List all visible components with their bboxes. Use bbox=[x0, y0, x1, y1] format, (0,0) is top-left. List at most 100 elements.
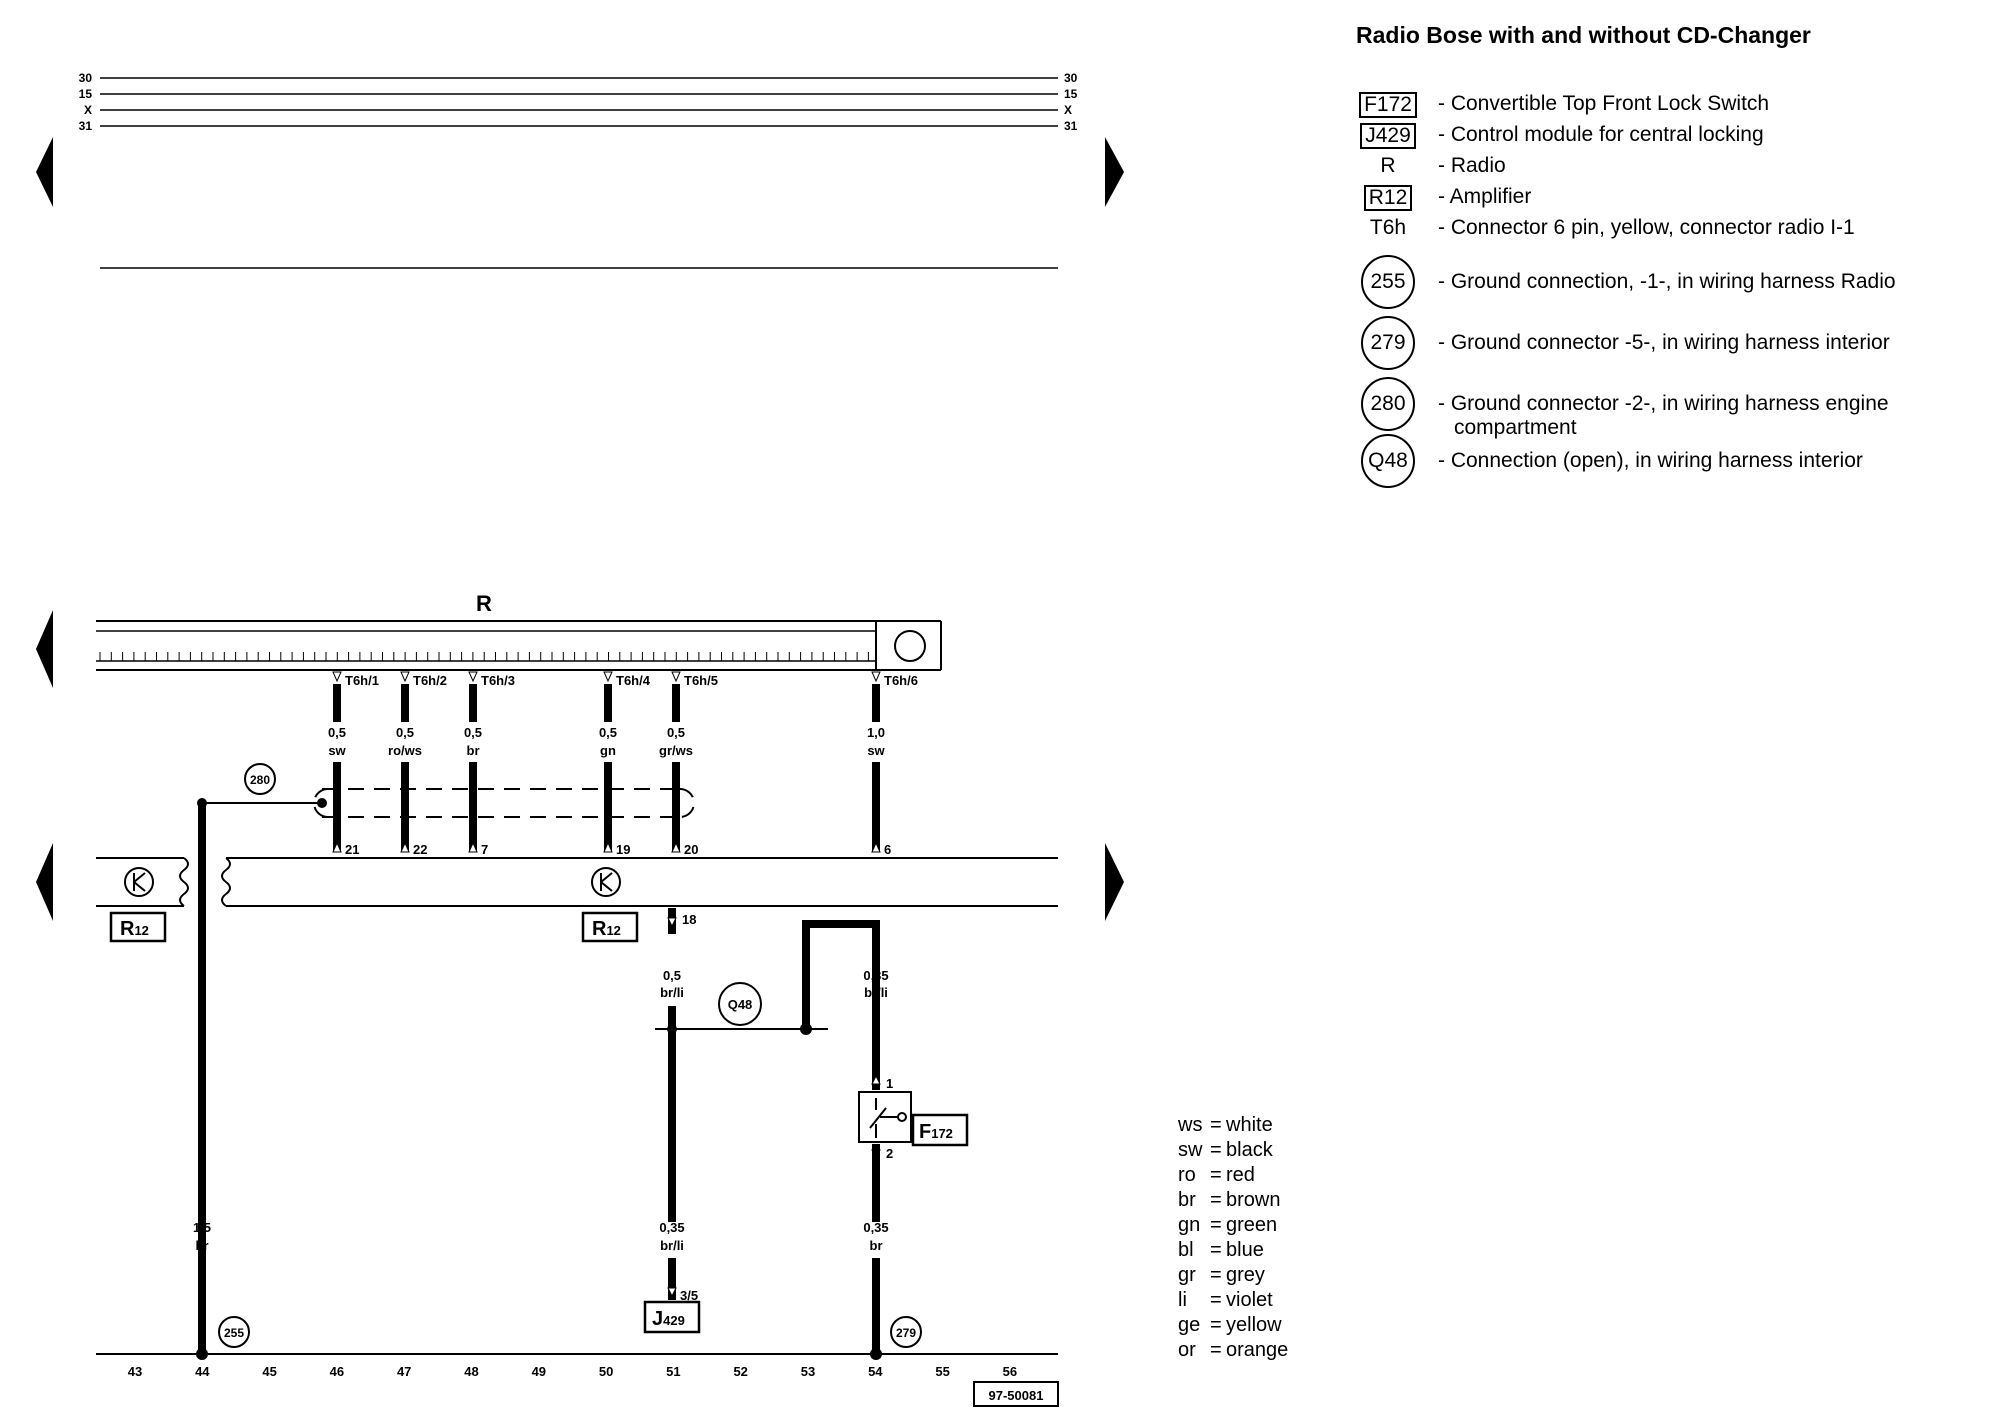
equals-sign: = bbox=[1210, 1289, 1222, 1311]
wire-shield bbox=[313, 788, 695, 818]
color-code: sw bbox=[1178, 1139, 1203, 1161]
top-rails bbox=[100, 77, 1058, 127]
legend-description: - Ground connection, -1-, in wiring harn… bbox=[1438, 270, 1896, 294]
track-number: 50 bbox=[599, 1364, 613, 1379]
diagram-id: 97-50081 bbox=[973, 1381, 1059, 1407]
equals-sign: = bbox=[1210, 1214, 1222, 1236]
f172-label: F172 bbox=[911, 1113, 969, 1147]
legend-symbol: J429 bbox=[1356, 123, 1420, 149]
legend-description-line: - Control module for central locking bbox=[1438, 123, 1764, 146]
track-number: 47 bbox=[397, 1364, 411, 1379]
legend-description-line: - Ground connector -2-, in wiring harnes… bbox=[1438, 392, 1889, 415]
color-code: li bbox=[1178, 1289, 1187, 1311]
connector-pin-label: T6h/3 bbox=[481, 673, 515, 688]
page-next-arrow-top[interactable] bbox=[1105, 137, 1124, 207]
rail-label-left-31: 31 bbox=[79, 119, 93, 133]
rail-label-left-15: 15 bbox=[79, 87, 93, 101]
amp-pin-label: 6 bbox=[884, 842, 891, 857]
legend-symbol-text: 279 bbox=[1361, 316, 1415, 370]
ground-280-branch: 280 bbox=[197, 763, 327, 808]
connector-pin-label: T6h/2 bbox=[413, 673, 447, 688]
amp-pin-18-label: 18 bbox=[682, 912, 696, 927]
track-number: 54 bbox=[868, 1364, 883, 1379]
connector-pin-label: T6h/5 bbox=[684, 673, 718, 688]
diagram-id-label: 97-50081 bbox=[989, 1388, 1044, 1403]
color-code-row: ge=yellow bbox=[1178, 1313, 1288, 1338]
color-code-row: li =violet bbox=[1178, 1288, 1288, 1313]
legend-description-line: - Amplifier bbox=[1438, 185, 1532, 208]
amp-pin-label: 7 bbox=[481, 842, 488, 857]
legend-symbol: T6h bbox=[1356, 216, 1420, 240]
equals-sign: = bbox=[1210, 1114, 1222, 1136]
ground-255-label: 255 bbox=[224, 1326, 244, 1340]
wire-f172-bottom-color: br bbox=[870, 1238, 883, 1253]
legend-description-line: - Convertible Top Front Lock Switch bbox=[1438, 92, 1770, 115]
svg-text:R12: R12 bbox=[592, 918, 621, 940]
f172-pin1-label: 1 bbox=[886, 1076, 893, 1091]
legend-symbol-text: F172 bbox=[1359, 92, 1417, 118]
legend-description-line: - Connector 6 pin, yellow, connector rad… bbox=[1438, 216, 1855, 239]
amp-pin-label: 20 bbox=[684, 842, 698, 857]
equals-sign: = bbox=[1210, 1264, 1222, 1286]
j429-module: J429 bbox=[643, 1300, 701, 1334]
q48-label: Q48 bbox=[728, 997, 753, 1012]
legend-title: Radio Bose with and without CD-Changer bbox=[1356, 22, 1811, 48]
legend-symbol: 280 bbox=[1356, 377, 1420, 431]
rail-label-right-31: 31 bbox=[1064, 119, 1078, 133]
ground-255: 255 bbox=[218, 1316, 250, 1348]
legend-description: - Control module for central locking bbox=[1438, 123, 1764, 147]
color-code: bl bbox=[1178, 1239, 1194, 1261]
color-code: ge bbox=[1178, 1314, 1201, 1336]
equals-sign: = bbox=[1210, 1164, 1222, 1186]
color-name: black bbox=[1226, 1139, 1273, 1161]
radio-ticks bbox=[99, 652, 869, 661]
rail-label-left-30: 30 bbox=[79, 71, 93, 85]
legend-description-line: - Radio bbox=[1438, 154, 1506, 177]
legend-symbol-text: 255 bbox=[1361, 255, 1415, 309]
wire-size-label: 0,5 bbox=[396, 725, 414, 740]
color-code-row: gn=green bbox=[1178, 1213, 1288, 1238]
page-next-arrow-amp[interactable] bbox=[1105, 843, 1124, 921]
page-prev-arrow-amp[interactable] bbox=[36, 843, 53, 921]
legend-description: - Connection (open), in wiring harness i… bbox=[1438, 449, 1863, 473]
j429-pin-label: 3/5 bbox=[680, 1288, 698, 1303]
track-number: 51 bbox=[666, 1364, 680, 1379]
legend-description: - Radio bbox=[1438, 154, 1506, 178]
track-number: 48 bbox=[464, 1364, 478, 1379]
color-name: violet bbox=[1226, 1289, 1273, 1311]
track-number: 53 bbox=[801, 1364, 815, 1379]
color-code-row: or=orange bbox=[1178, 1338, 1288, 1363]
legend-symbol: Q48 bbox=[1356, 434, 1420, 488]
connector-pin-label: T6h/6 bbox=[884, 673, 918, 688]
legend-description-line: compartment bbox=[1454, 416, 1577, 439]
wire-f172-bottom-size: 0,35 bbox=[863, 1220, 888, 1235]
color-code: gn bbox=[1178, 1214, 1201, 1236]
radio-box bbox=[96, 620, 942, 671]
wire-size-label: 0,5 bbox=[464, 725, 482, 740]
legend-symbol: F172 bbox=[1356, 92, 1420, 118]
legend-symbol-text: R12 bbox=[1363, 185, 1413, 211]
wire-color-label: br bbox=[467, 743, 480, 758]
wire-j429-color: br/li bbox=[660, 1238, 684, 1253]
wire-color-label: sw bbox=[867, 743, 885, 758]
track-number: 56 bbox=[1003, 1364, 1017, 1379]
page-prev-arrow-top[interactable] bbox=[36, 137, 53, 207]
color-name: orange bbox=[1226, 1339, 1289, 1361]
ground-279-label: 279 bbox=[896, 1326, 916, 1340]
legend-description-line: - Ground connector -5-, in wiring harnes… bbox=[1438, 331, 1890, 354]
legend-symbol-text: T6h bbox=[1369, 216, 1407, 239]
track-number: 46 bbox=[330, 1364, 344, 1379]
legend-description-line: - Connection (open), in wiring harness i… bbox=[1438, 449, 1863, 472]
color-name: red bbox=[1226, 1164, 1255, 1186]
wire-ground-255-label: 1,5 br bbox=[193, 1220, 211, 1253]
color-code: or bbox=[1178, 1339, 1196, 1361]
amplifier-label-center: R12 bbox=[581, 911, 639, 943]
color-code: ro bbox=[1178, 1164, 1196, 1186]
svg-text:br: br bbox=[196, 1238, 209, 1253]
page-prev-arrow-radio[interactable] bbox=[36, 610, 53, 688]
connection-q48: Q48 bbox=[718, 982, 762, 1026]
